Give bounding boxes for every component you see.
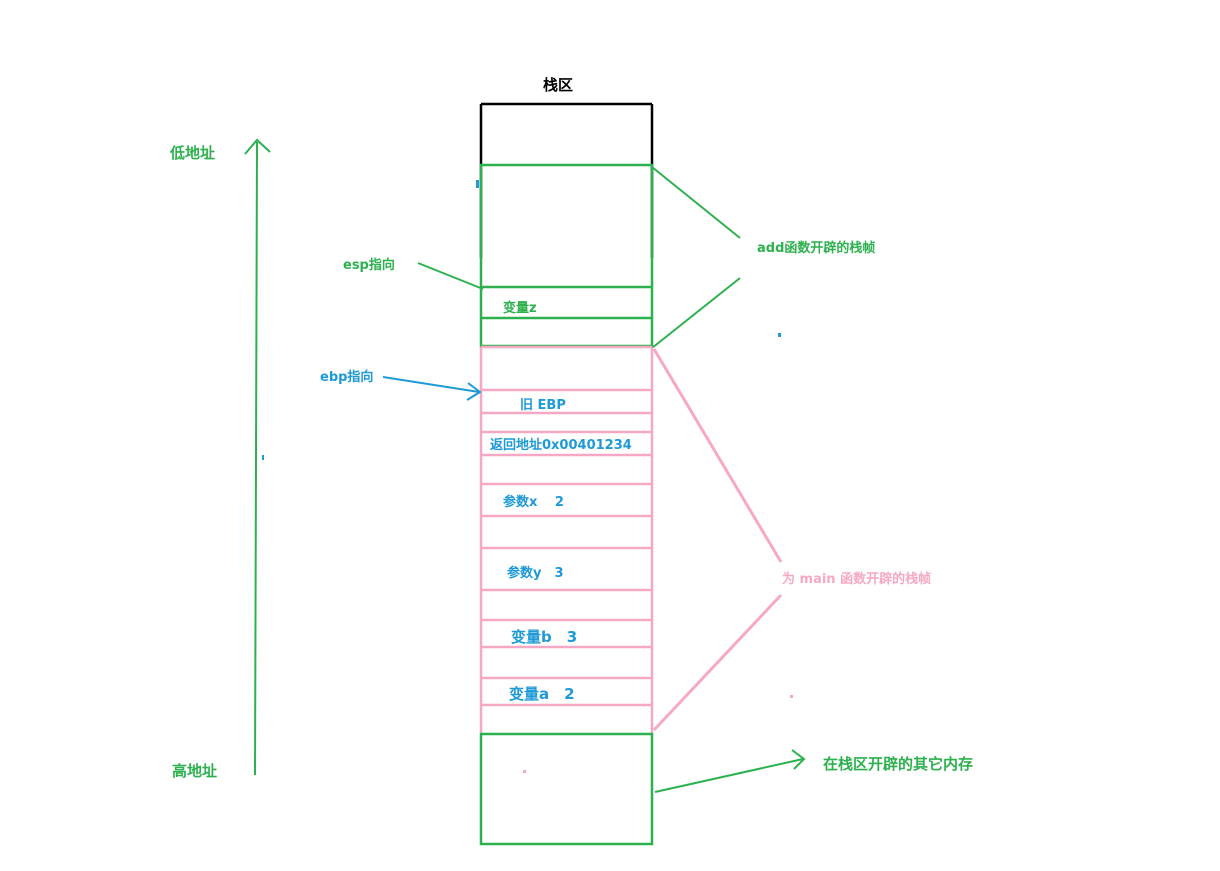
stack-top-region [479,102,654,258]
esp-label: esp指向 [343,257,395,273]
ebp-label: ebp指向 [320,369,373,385]
high-address-label: 高地址 [172,762,217,780]
other-memory-arrow [654,749,806,793]
stray-marks [262,180,793,773]
cell-var-a: 变量a 2 [509,685,575,703]
other-memory-label: 在栈区开辟的其它内存 [823,755,973,773]
add-stack-frame [479,163,654,348]
stack-area-title: 栈区 [543,76,573,94]
cell-old-ebp: 旧 EBP [520,398,566,413]
other-memory-region [479,732,654,846]
main-stack-frame [479,345,654,733]
cell-param-x: 参数x 2 [503,494,564,510]
cell-return-address: 返回地址0x00401234 [490,437,632,453]
main-frame-label: 为 main 函数开辟的栈帧 [782,571,931,587]
cell-param-y: 参数y 3 [507,565,564,581]
cell-var-b: 变量b 3 [511,628,577,646]
cell-var-z: 变量z [503,300,537,316]
add-frame-label: add函数开辟的栈帧 [757,240,875,256]
low-address-label: 低地址 [169,144,215,162]
address-direction-arrow [244,138,271,776]
ebp-pointer-arrow [382,376,482,401]
main-frame-brace [652,348,783,732]
add-frame-brace [651,166,741,349]
esp-pointer-line [417,262,484,290]
